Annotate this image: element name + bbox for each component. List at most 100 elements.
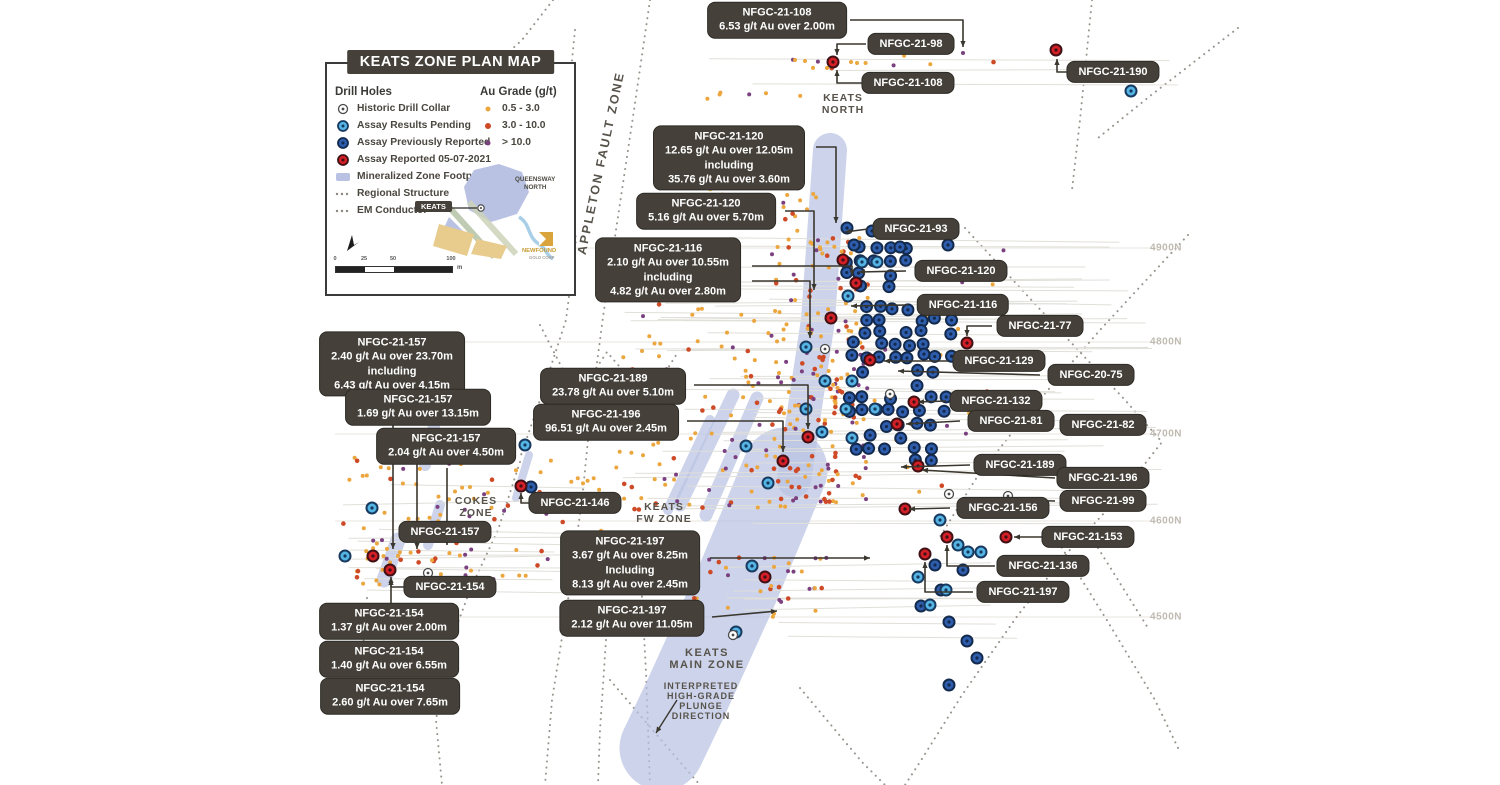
grade-dot-o <box>786 390 791 394</box>
collar-previous <box>901 303 915 317</box>
grade-dot-p <box>818 483 823 488</box>
grade-dot-o <box>784 322 789 327</box>
legend-item-label: EM Conductor <box>357 205 428 216</box>
grade-dot-o <box>770 614 775 619</box>
collar-previous <box>937 404 951 418</box>
drill-label-nfgc-21-77: NFGC-21-77 <box>996 314 1084 338</box>
collar-previous <box>888 337 902 351</box>
grade-dot-o <box>956 327 961 331</box>
grade-dot-o <box>820 251 825 256</box>
scale-seg-dark-2 <box>394 267 452 272</box>
collar-previous <box>924 390 938 404</box>
legend-item-historic-collar: Historic Drill Collar <box>335 100 491 117</box>
grade-dot-o <box>798 198 803 203</box>
structure-dotted-line <box>1071 0 1093 191</box>
inset-fault-strip-2 <box>466 199 519 257</box>
collar-reported <box>898 502 912 516</box>
drill-label-line: NFGC-21-120 <box>671 197 741 210</box>
grade-dot-p <box>482 492 487 497</box>
collar-previous <box>878 442 892 456</box>
leader-line <box>905 420 961 425</box>
drill-label-line: NFGC-21-77 <box>1008 319 1072 332</box>
grade-dot-o <box>471 496 476 501</box>
grade-dot-r <box>782 427 788 432</box>
collar-pending <box>939 583 953 597</box>
collar-previous <box>884 241 898 255</box>
grade-dot-r <box>388 476 393 482</box>
grade-dot-p <box>722 449 727 453</box>
collar-previous <box>923 418 937 432</box>
grade-dot-o <box>818 247 823 252</box>
drill-label-line: NFGC-21-157 <box>383 393 453 406</box>
grade-dot-o <box>793 58 797 62</box>
grade-dot-r <box>700 505 705 510</box>
legend-item-label: Assay Reported 05-07-2021 <box>357 154 491 165</box>
grade-dot-r <box>830 477 835 483</box>
grade-dot-o <box>826 369 831 373</box>
grade-dot-r <box>832 410 837 416</box>
grade-dot-p <box>815 59 820 64</box>
grade-dot-o <box>397 550 402 555</box>
structure-dotted-line <box>799 687 886 785</box>
grade-dot-r <box>692 596 697 601</box>
grade-dot-r <box>745 348 751 354</box>
grade-dot-o <box>647 334 652 339</box>
drill-trace <box>357 540 579 546</box>
grade-dot-o <box>514 548 519 552</box>
grade-dot-o <box>872 398 877 403</box>
grade-dot-o <box>585 478 590 483</box>
legend-grade-item: 3.0 - 10.0 <box>480 117 546 134</box>
collar-previous <box>941 238 955 252</box>
grade-dot-o <box>427 515 432 520</box>
grade-dot-o <box>460 485 465 490</box>
legend-grade-item: > 10.0 <box>480 134 546 151</box>
drill-label-line: including <box>704 159 754 171</box>
grade-dot-o <box>772 436 777 441</box>
drill-label-line: NFGC-21-157 <box>411 432 481 445</box>
zone-text: KEATS MAIN ZONE <box>669 647 745 671</box>
collar-previous <box>860 313 874 327</box>
grade-dot-o <box>468 485 472 489</box>
collar-pending <box>365 501 379 515</box>
leader-arrowhead <box>851 303 857 309</box>
grade-dot-o <box>396 553 400 558</box>
collar-reported <box>960 336 974 350</box>
grade-dot-p <box>462 507 467 512</box>
grade-dot-o <box>360 473 365 478</box>
grade-dot-p <box>779 380 784 385</box>
grade-dot-p <box>836 276 841 281</box>
collar-historic <box>943 488 955 500</box>
collar-reported <box>514 479 528 493</box>
drill-trace <box>658 501 1129 507</box>
grade-dot-r <box>783 216 788 222</box>
collar-previous <box>855 390 869 404</box>
grade-dot-p <box>816 238 820 243</box>
grade-dot-o <box>758 589 763 594</box>
drill-label-line: 96.51 g/t Au over 2.45m <box>545 423 667 435</box>
grade-dot-o <box>928 62 933 67</box>
grade-dot-r <box>539 548 544 554</box>
grade-dot-r <box>355 568 361 574</box>
grade-dot-o <box>839 249 844 254</box>
grade-dot-r <box>671 456 677 461</box>
drill-label-line: NFGC-21-154 <box>354 645 424 658</box>
drill-trace <box>709 378 1109 381</box>
drill-label-nfgc-21-98: NFGC-21-98 <box>867 32 955 56</box>
grade-dot-o <box>850 481 855 486</box>
grade-dot-o <box>774 360 779 365</box>
au-grade-header: Au Grade (g/t) <box>480 86 557 98</box>
grade-dot-o <box>688 436 693 441</box>
leader-line <box>850 19 964 47</box>
grade-dot-o <box>352 455 357 460</box>
grade-dot-r <box>492 516 497 522</box>
drill-label-nfgc-21-153: NFGC-21-153 <box>1041 525 1135 549</box>
grade-dot-o <box>777 261 782 266</box>
grade-dot-o <box>622 496 627 501</box>
grade-dot-p <box>791 569 796 574</box>
grade-dot-o <box>386 466 391 471</box>
grade-dot-o <box>864 459 868 464</box>
grade-dot-o <box>651 442 656 447</box>
